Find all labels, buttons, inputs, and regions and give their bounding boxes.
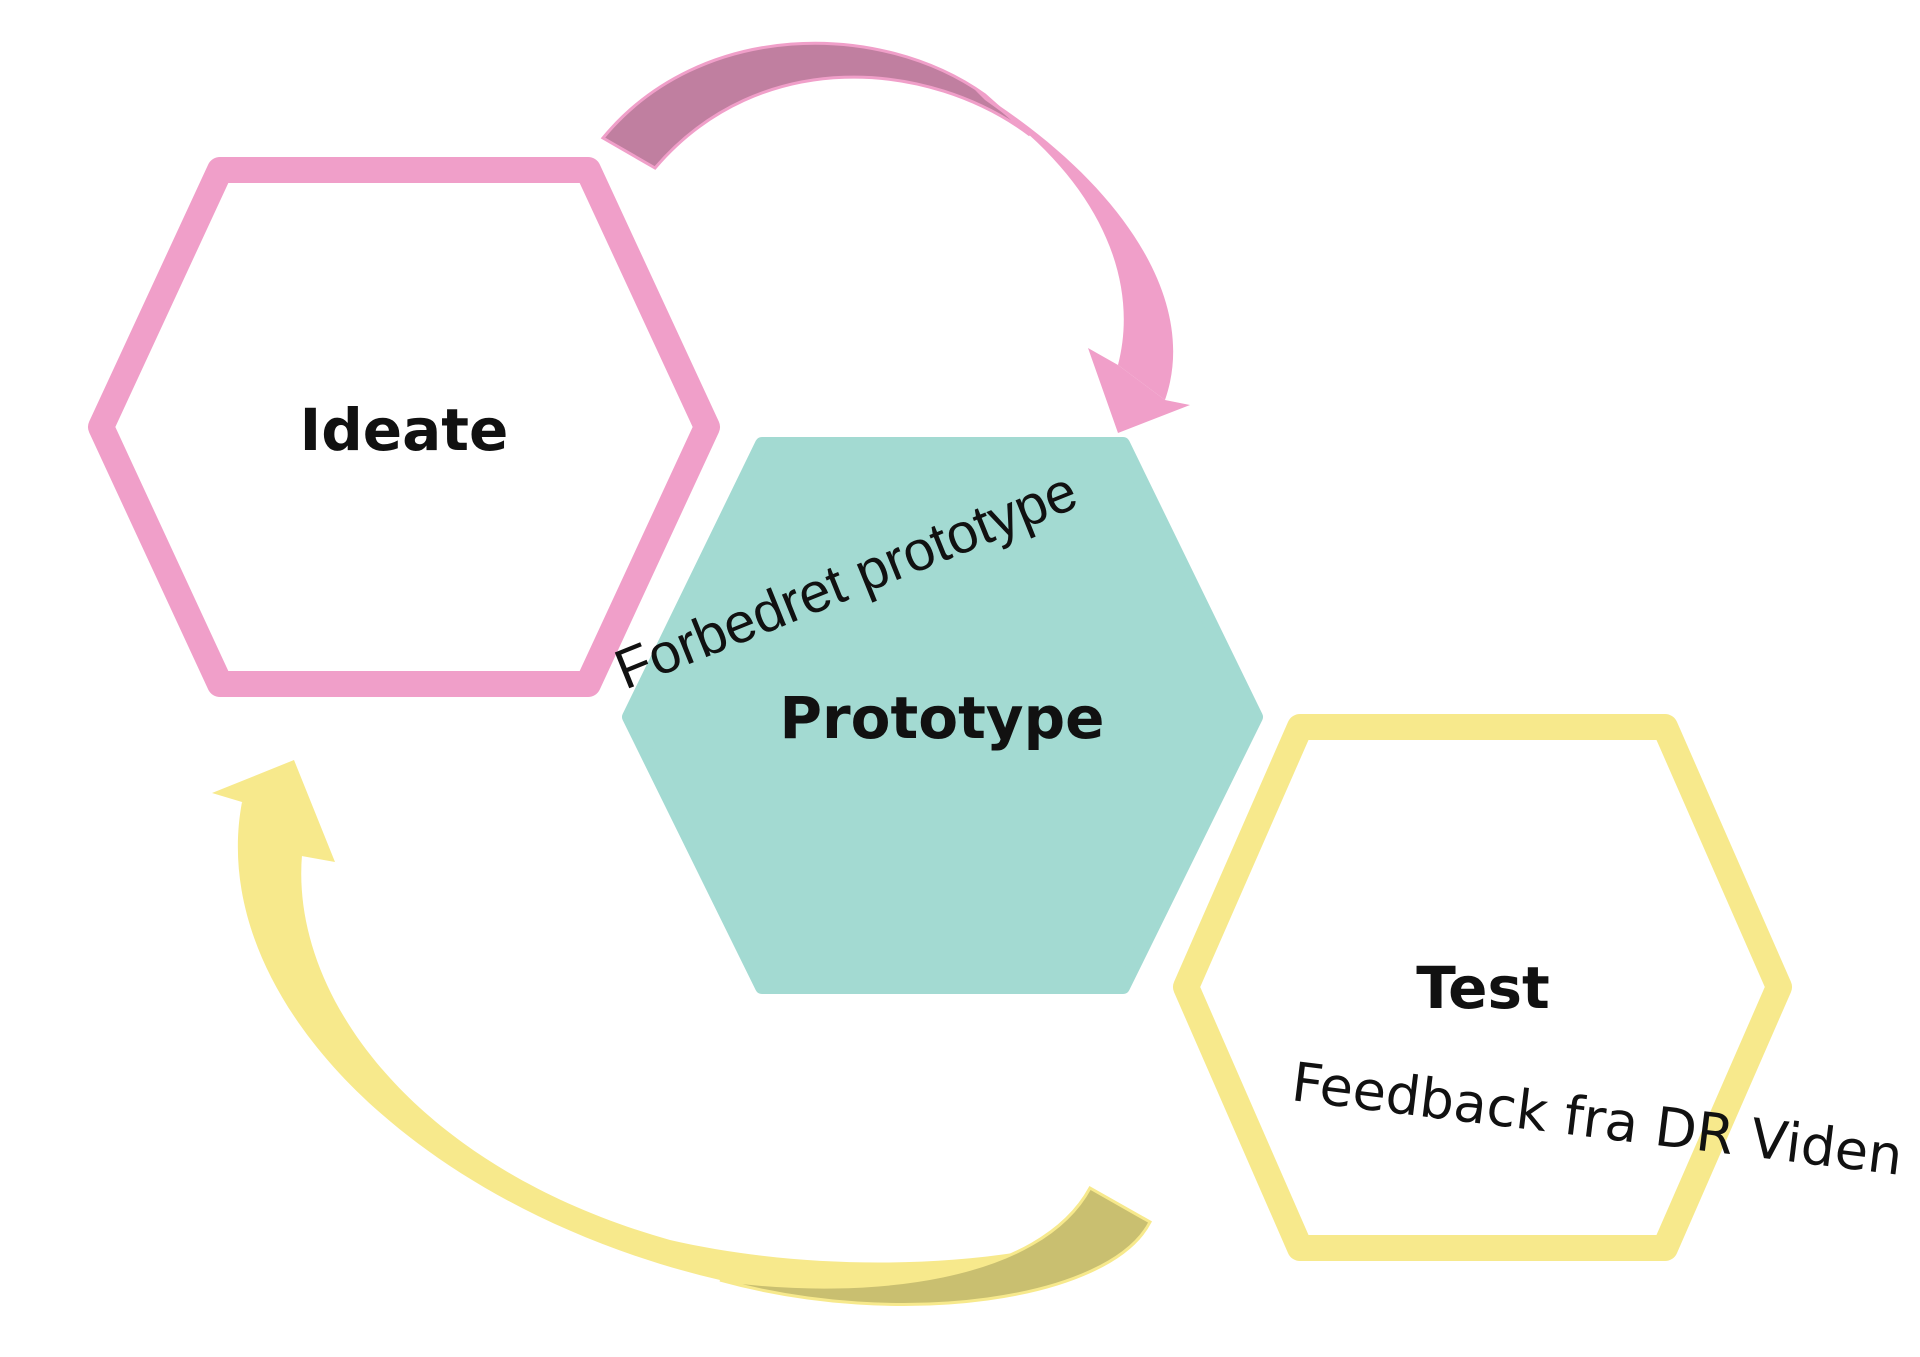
hexagon-test-label: Test xyxy=(1416,954,1549,1022)
arrow-test-to-ideate-tail xyxy=(719,1185,1152,1306)
arrow-test-to-ideate xyxy=(212,760,1152,1306)
annotation-feedback: Feedback fra DR Viden xyxy=(1288,1050,1906,1187)
arrow-ideate-to-prototype xyxy=(600,41,1190,433)
hexagon-ideate-label: Ideate xyxy=(300,396,509,464)
arrow-test-to-ideate-head xyxy=(212,760,335,862)
arrow-ideate-to-prototype-body xyxy=(975,90,1174,400)
hexagon-prototype-shape xyxy=(622,437,1263,994)
hexagon-ideate: Ideate xyxy=(88,157,720,697)
hexagon-test: Test xyxy=(1173,714,1792,1261)
hexagon-prototype: Prototype xyxy=(622,437,1263,994)
arrow-ideate-to-prototype-head xyxy=(1088,348,1190,433)
hexagon-ideate-shape xyxy=(88,157,720,697)
hexagon-test-shape xyxy=(1173,714,1792,1261)
hexagon-prototype-label: Prototype xyxy=(780,684,1105,752)
arrow-ideate-to-prototype-tail xyxy=(600,41,1031,170)
